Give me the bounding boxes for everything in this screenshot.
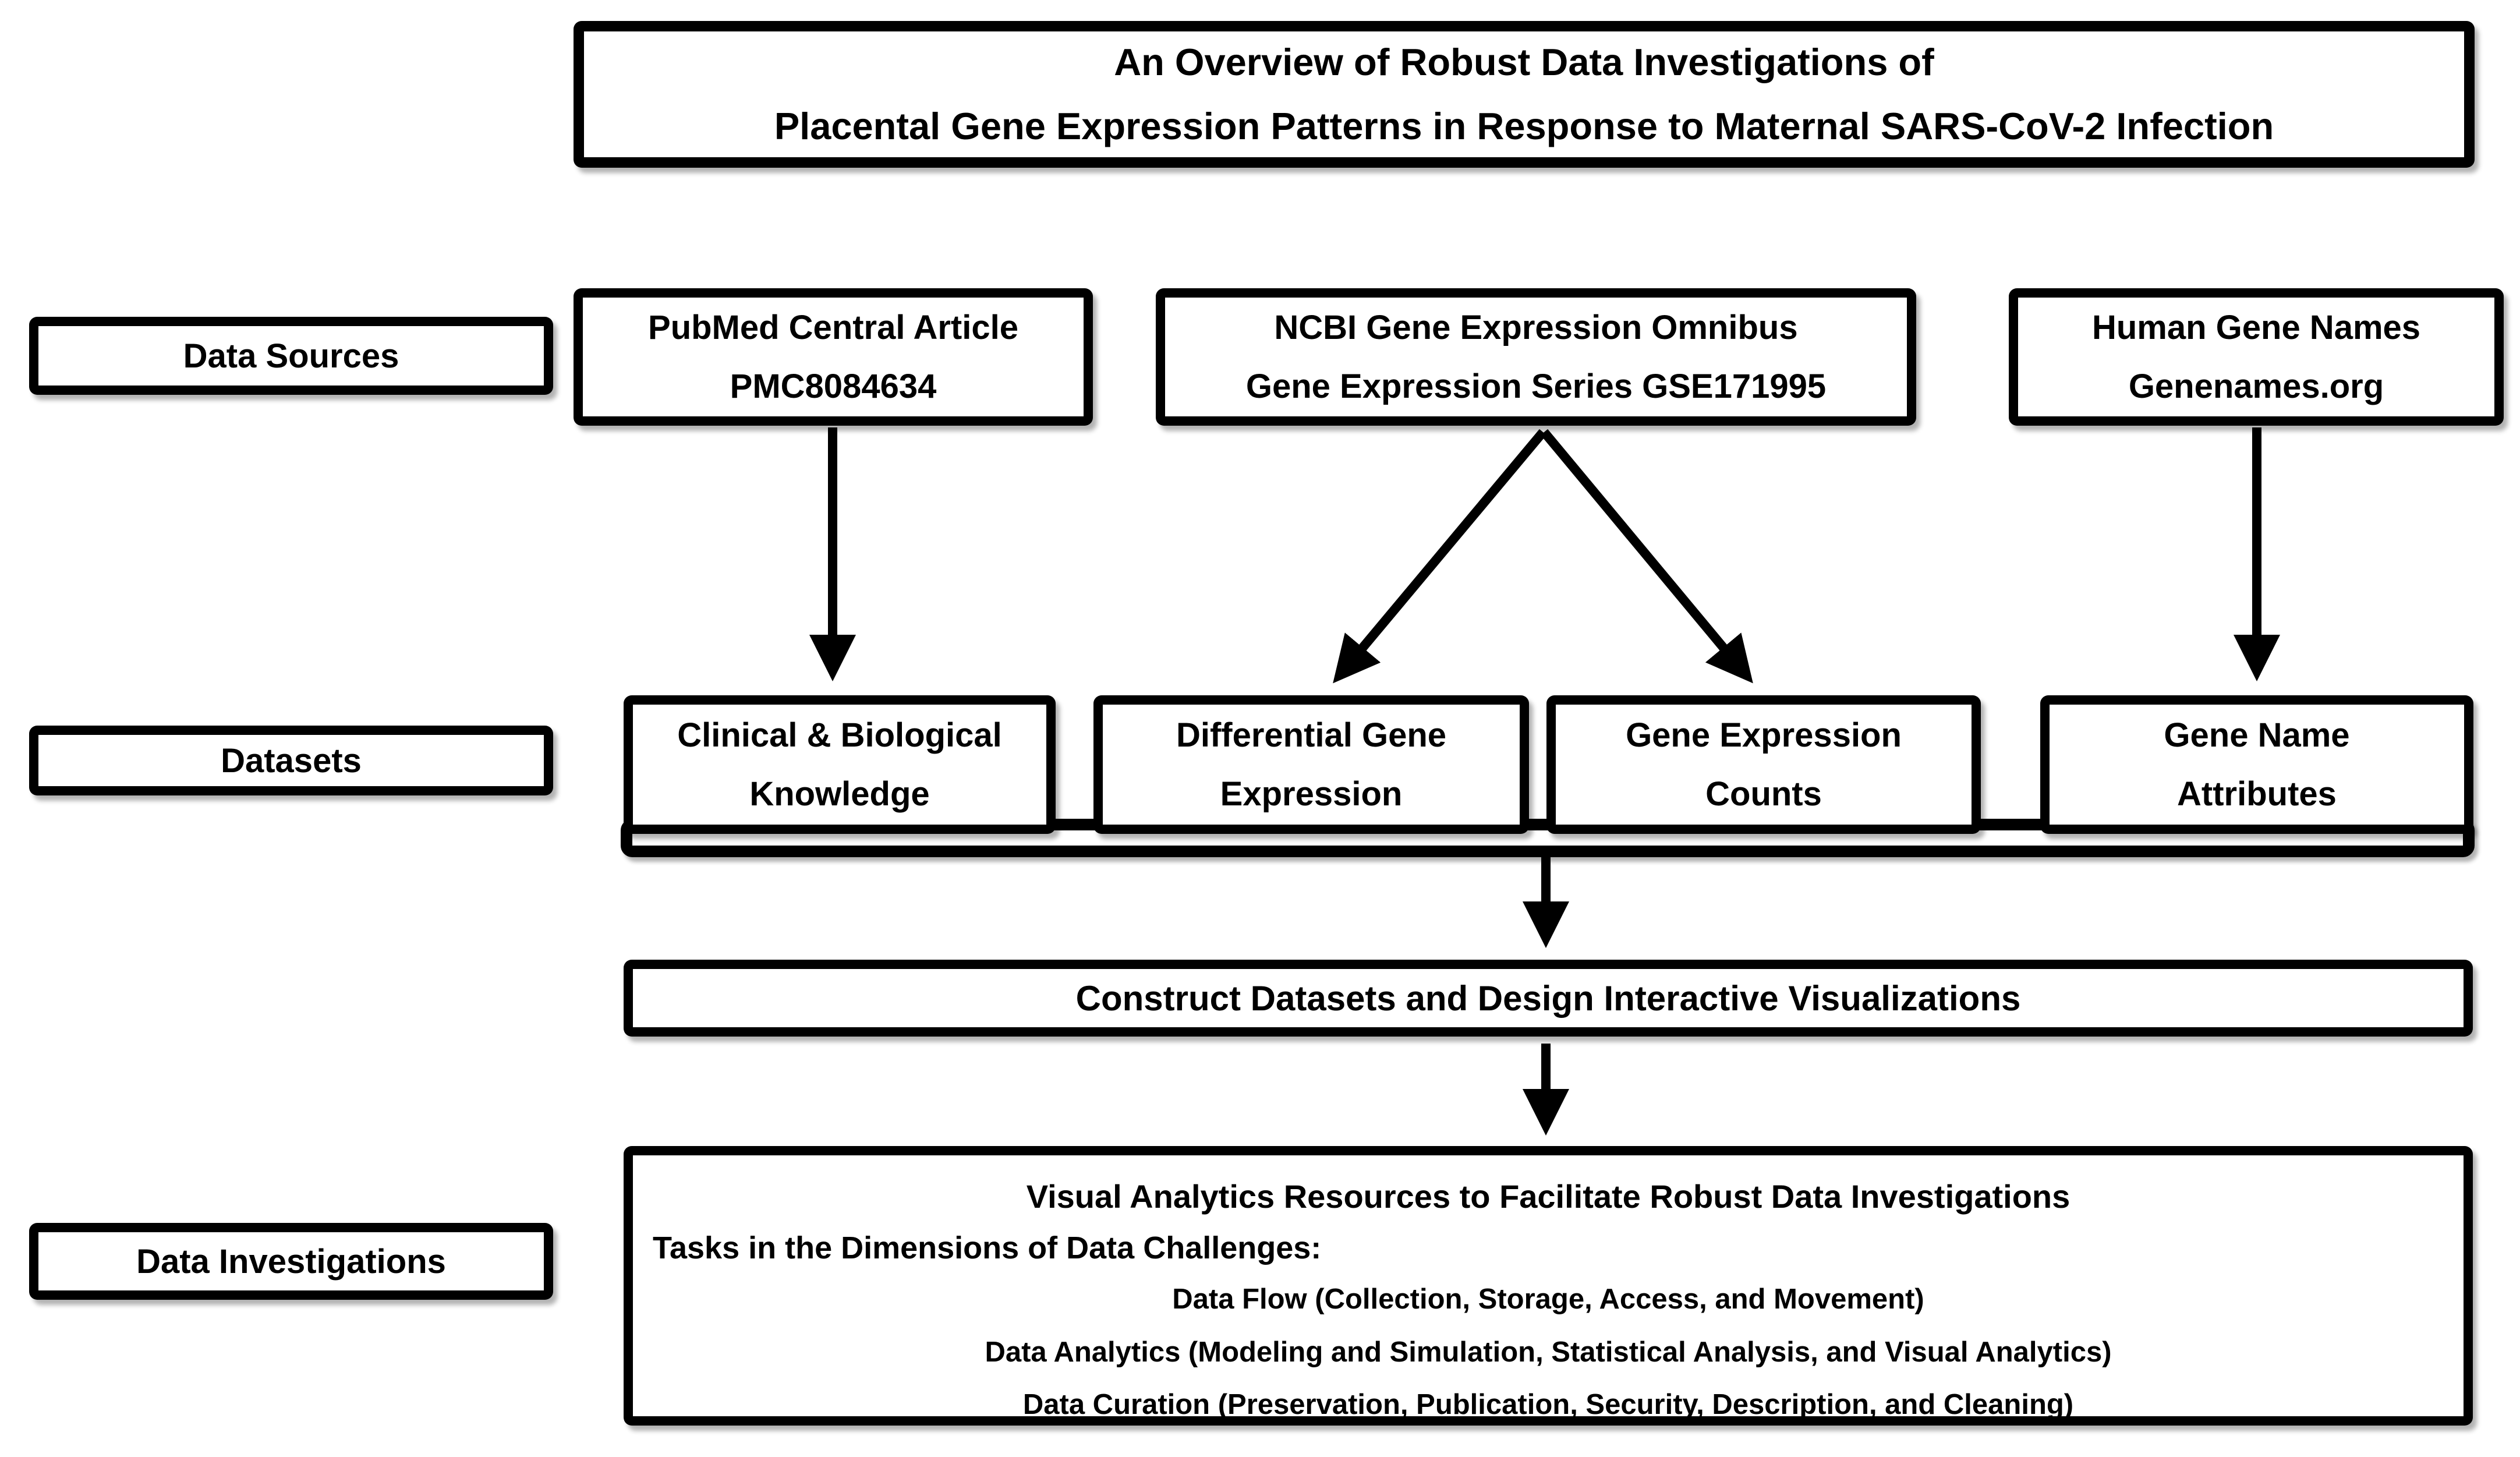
node-pubmed-line2: PMC8084634 xyxy=(730,367,937,405)
node-clinical-line1: Clinical & Biological xyxy=(677,716,1002,754)
node-gene-name-attributes: Gene Name Attributes xyxy=(2040,695,2473,834)
node-genenames-line1: Human Gene Names xyxy=(2091,308,2421,346)
node-gene-expression-counts: Gene Expression Counts xyxy=(1546,695,1981,834)
node-counts-line1: Gene Expression xyxy=(1626,716,1902,754)
node-clinical-line2: Knowledge xyxy=(749,775,930,813)
node-attrs-line1: Gene Name xyxy=(2164,716,2350,754)
node-construct-label: Construct Datasets and Design Interactiv… xyxy=(1075,978,2021,1018)
row-label-data-investigations-text: Data Investigations xyxy=(136,1242,446,1281)
investigations-subheading: Tasks in the Dimensions of Data Challeng… xyxy=(653,1230,1322,1265)
row-label-datasets: Datasets xyxy=(29,726,553,795)
investigations-heading: Visual Analytics Resources to Facilitate… xyxy=(1026,1178,2070,1215)
node-differential-gene-expression: Differential Gene Expression xyxy=(1093,695,1529,834)
node-ncbi-geo: NCBI Gene Expression Omnibus Gene Expres… xyxy=(1156,288,1916,426)
node-differential-line1: Differential Gene xyxy=(1176,716,1447,754)
node-pubmed-central-article: PubMed Central Article PMC8084634 xyxy=(574,288,1093,426)
node-attrs-line2: Attributes xyxy=(2177,775,2337,813)
node-construct-datasets: Construct Datasets and Design Interactiv… xyxy=(624,960,2473,1037)
investigations-task-data-flow: Data Flow (Collection, Storage, Access, … xyxy=(1172,1283,1924,1315)
node-counts-line2: Counts xyxy=(1705,775,1822,813)
node-pubmed-line1: PubMed Central Article xyxy=(648,308,1018,346)
row-label-datasets-text: Datasets xyxy=(221,741,362,780)
node-visual-analytics-resources: Visual Analytics Resources to Facilitate… xyxy=(624,1146,2473,1426)
row-label-data-sources-text: Data Sources xyxy=(183,337,399,375)
node-clinical-biological-knowledge: Clinical & Biological Knowledge xyxy=(624,695,1056,834)
investigations-task-data-analytics: Data Analytics (Modeling and Simulation,… xyxy=(985,1336,2112,1368)
row-label-data-sources: Data Sources xyxy=(29,317,553,395)
node-genenames-line2: Genenames.org xyxy=(2128,367,2384,405)
arrow-geo-to-counts-icon xyxy=(1540,429,1753,684)
arrow-geo-to-differential-icon xyxy=(1333,429,1547,684)
investigations-task-data-curation: Data Curation (Preservation, Publication… xyxy=(1022,1389,2074,1421)
figure-title-box: An Overview of Robust Data Investigation… xyxy=(574,21,2475,168)
node-human-gene-names: Human Gene Names Genenames.org xyxy=(2009,288,2504,426)
row-label-data-investigations: Data Investigations xyxy=(29,1223,553,1300)
figure-title-line1: An Overview of Robust Data Investigation… xyxy=(1114,40,1934,83)
node-geo-line2: Gene Expression Series GSE171995 xyxy=(1245,367,1827,405)
node-differential-line2: Expression xyxy=(1220,775,1403,813)
figure-title-line2: Placental Gene Expression Patterns in Re… xyxy=(774,105,2274,147)
node-geo-line1: NCBI Gene Expression Omnibus xyxy=(1274,308,1798,346)
